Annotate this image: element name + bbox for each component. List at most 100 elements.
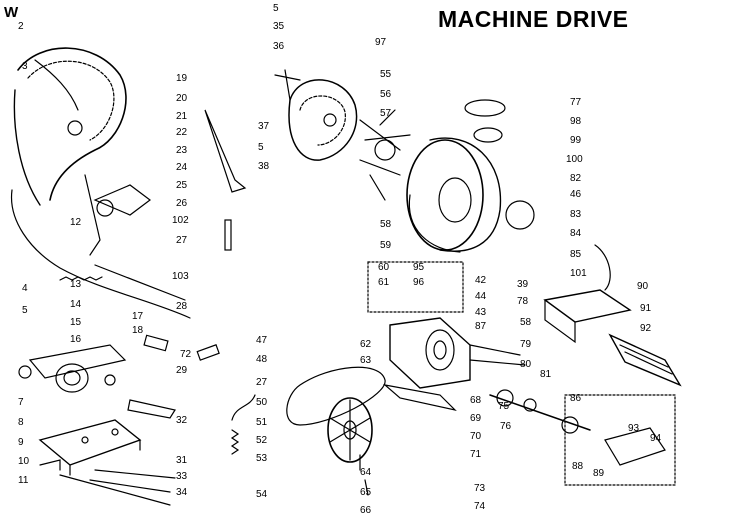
callout-label: 52 <box>256 435 268 446</box>
callout-label: 94 <box>650 433 662 444</box>
rod-left <box>94 264 186 301</box>
callout-label: 64 <box>360 467 372 478</box>
callout-label: 35 <box>273 21 285 32</box>
cord-85 <box>594 244 611 291</box>
callout-label: 66 <box>360 505 372 516</box>
ring-83 <box>505 200 535 230</box>
callout-label: 81 <box>540 369 552 380</box>
hook-50 <box>231 394 256 421</box>
callout-label: 34 <box>176 487 188 498</box>
corner-mark: W <box>4 4 19 21</box>
callout-label: 13 <box>70 279 82 290</box>
callout-label: 36 <box>273 41 285 52</box>
callout-label: 101 <box>570 268 587 279</box>
callout-label: 77 <box>570 97 582 108</box>
callout-label: 88 <box>572 461 584 472</box>
callout-label: 29 <box>176 365 188 376</box>
callout-label: 42 <box>475 275 487 286</box>
diagram-title: MACHINE DRIVE <box>438 6 629 32</box>
callout-label: 37 <box>258 121 270 132</box>
callout-label: 5 <box>22 305 28 316</box>
callout-label: 95 <box>413 262 425 273</box>
callout-label: 38 <box>258 161 270 172</box>
callout-label: 16 <box>70 334 82 345</box>
callout-label: 65 <box>360 487 372 498</box>
callout-label: 39 <box>517 279 529 290</box>
base-bracket-left <box>38 419 142 476</box>
callout-label: 72 <box>180 349 192 360</box>
callout-label: 14 <box>70 299 82 310</box>
callout-label: 44 <box>475 291 487 302</box>
callout-label: 51 <box>256 417 268 428</box>
spring-51 <box>230 429 240 455</box>
callout-label: 8 <box>18 417 24 428</box>
callout-label: 70 <box>470 431 482 442</box>
belt-27 <box>286 366 386 426</box>
pedal-92 <box>608 333 682 387</box>
bracket-32 <box>127 399 176 419</box>
callout-label: 5 <box>258 142 264 153</box>
callout-label: 59 <box>380 240 392 251</box>
base-plate-63 <box>382 384 457 412</box>
leader-31-34 <box>59 469 176 506</box>
callout-label: 5 <box>273 3 279 14</box>
callout-label: 27 <box>176 235 188 246</box>
callout-label: 58 <box>520 317 532 328</box>
callout-label: 48 <box>256 354 268 365</box>
impeller-blades <box>359 109 411 201</box>
cable-left <box>10 189 191 319</box>
callout-label: 99 <box>570 135 582 146</box>
callout-label: 100 <box>566 154 583 165</box>
pulley-wheel <box>327 397 373 463</box>
callout-label: 103 <box>172 271 189 282</box>
callout-label: 27 <box>256 377 268 388</box>
callout-label: 4 <box>22 283 28 294</box>
callout-label: 50 <box>256 397 268 408</box>
callout-label: 55 <box>380 69 392 80</box>
callout-label: 91 <box>640 303 652 314</box>
callout-label: 76 <box>500 421 512 432</box>
handle-90 <box>543 289 632 344</box>
callout-label: 60 <box>378 262 390 273</box>
callout-label: 46 <box>570 189 582 200</box>
callout-label: 22 <box>176 127 188 138</box>
callout-label: 63 <box>360 355 372 366</box>
callout-label: 86 <box>570 393 582 404</box>
callout-label: 54 <box>256 489 268 500</box>
callout-label: 92 <box>640 323 652 334</box>
callout-label: 80 <box>520 359 532 370</box>
callout-label: 85 <box>570 249 582 260</box>
callout-label: 93 <box>628 423 640 434</box>
callout-label: 32 <box>176 415 188 426</box>
callout-label: 74 <box>474 501 486 512</box>
leader-64-66 <box>359 454 369 496</box>
pin-rod <box>224 219 232 251</box>
callout-label: 96 <box>413 277 425 288</box>
callout-label: 62 <box>360 339 372 350</box>
callout-label: 17 <box>132 311 144 322</box>
drum-housing <box>406 137 502 253</box>
callout-label: 3 <box>22 61 28 72</box>
callout-label: 78 <box>517 296 529 307</box>
motor-small-left <box>18 344 127 393</box>
callout-label: 12 <box>70 217 82 228</box>
callout-label: 90 <box>637 281 649 292</box>
callout-label: 2 <box>18 21 24 32</box>
callout-label: 26 <box>176 198 188 209</box>
callout-label: 83 <box>570 209 582 220</box>
spark-plug-18 <box>143 334 220 361</box>
callout-label: 7 <box>18 397 24 408</box>
callout-label: 15 <box>70 317 82 328</box>
callout-label: 68 <box>470 395 482 406</box>
callout-label: 58 <box>380 219 392 230</box>
callout-label: 28 <box>176 301 188 312</box>
callout-label: 98 <box>570 116 582 127</box>
callout-label: 47 <box>256 335 268 346</box>
callout-label: 87 <box>475 321 487 332</box>
callout-label: 24 <box>176 162 188 173</box>
callout-label: 33 <box>176 471 188 482</box>
lever <box>204 109 247 193</box>
cap-57 <box>464 99 506 117</box>
callout-label: 10 <box>18 456 30 467</box>
callout-label: 71 <box>470 449 482 460</box>
